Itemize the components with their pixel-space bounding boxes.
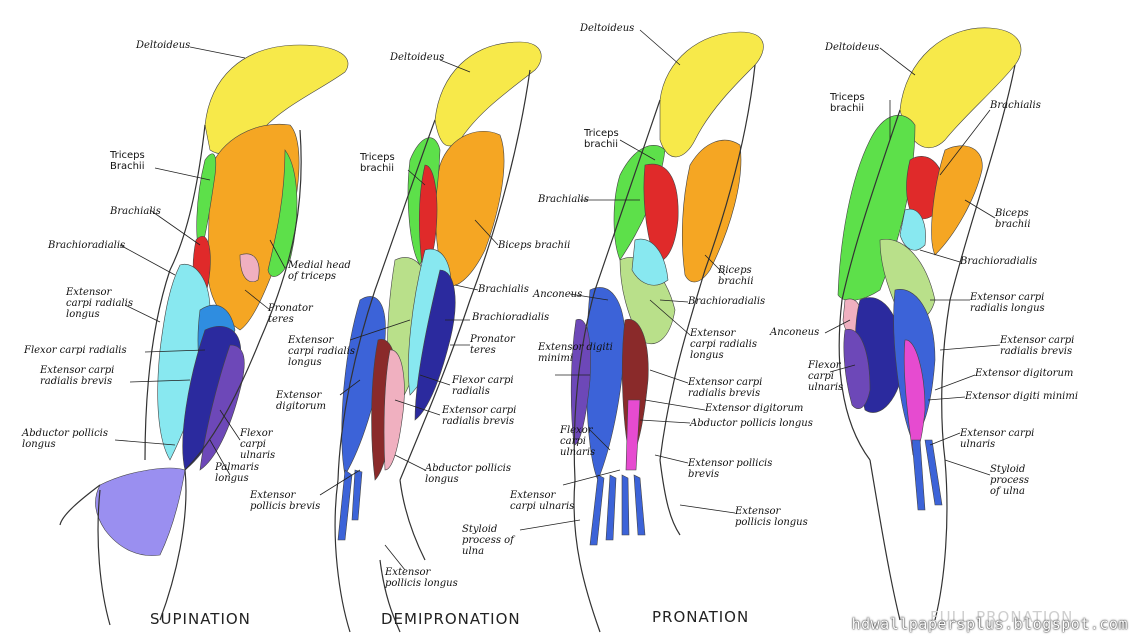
blue-tendons-4	[911, 439, 943, 511]
arm4-label-brachioradialis: Brachioradialis	[960, 256, 1038, 267]
arm3-label-ext-carpi-uln: Extensor carpi ulnaris	[510, 490, 575, 512]
arm3-label-styloid: Styloid process of ulna	[462, 524, 514, 557]
triceps-medial-shape	[267, 149, 298, 277]
arm2-label-flexor-carpi-rad: Flexor carpi radialis	[452, 375, 514, 397]
triceps-shape-4	[837, 114, 916, 301]
purple-flexor-shape	[199, 344, 245, 471]
deltoid-shape-3	[659, 31, 764, 158]
arm2-label-brachialis: Brachialis	[478, 284, 529, 295]
arm2-caption: DEMIPRONATION	[381, 610, 521, 628]
arm1-label-flexor-carpi-uln: Flexor carpi ulnaris	[240, 428, 276, 461]
arm1-label-medial-head: Medial head of triceps	[288, 260, 351, 282]
arm2-label-ext-carpi-long: Extensor carpi radialis longus	[288, 335, 355, 368]
leader-lines	[114, 29, 1001, 571]
purple-shape-3	[570, 319, 591, 446]
purple-shape-4	[843, 329, 871, 409]
ext-digitorum-shape-2	[341, 296, 386, 476]
brachialis-shape-3	[643, 163, 679, 262]
arm1-label-deltoideus: Deltoideus	[136, 40, 191, 51]
flexor-shape-2	[414, 269, 456, 421]
arm1-label-pronator: Pronator teres	[268, 303, 313, 325]
arm3-label-brachialis: Brachialis	[538, 194, 589, 205]
arm1-label-brachialis: Brachialis	[110, 206, 161, 217]
arm-full-pronation	[837, 27, 1022, 621]
arm3-label-ext-carpi-brevis: Extensor carpi radialis brevis	[688, 377, 763, 399]
arm1-label-brachioradialis: Brachioradialis	[48, 240, 126, 251]
arm-pronation	[570, 31, 764, 633]
arm-demipronation	[334, 41, 542, 633]
arm2-label-brachioradialis: Brachioradialis	[472, 312, 550, 323]
pronator-shape-2	[383, 349, 405, 471]
arm4-label-anconeus: Anconeus	[770, 327, 820, 338]
arm3-label-ext-poll-brevis: Extensor pollicis brevis	[688, 458, 773, 480]
ext-carpi-long-shape-4	[899, 208, 926, 251]
blue-fingers-3	[589, 474, 646, 546]
triceps-shape	[196, 153, 217, 256]
arm4-label-brachialis: Brachialis	[990, 100, 1041, 111]
arm1-label-triceps: Triceps Brachii	[110, 150, 145, 172]
watermark: hdwallpapersplus.blogspot.com	[851, 615, 1128, 633]
arm1-label-ext-carpi-brevis: Extensor carpi radialis brevis	[40, 365, 115, 387]
arm4-label-ext-digiti-minimi: Extensor digiti minimi	[965, 391, 1079, 402]
arm1-label-abductor: Abductor pollicis longus	[22, 428, 109, 450]
arm4-label-triceps: Triceps brachii	[830, 92, 865, 114]
arm2-label-biceps: Biceps brachii	[498, 240, 571, 251]
arm4-label-styloid: Styloid process of ulna	[990, 464, 1029, 497]
arm2-label-deltoideus: Deltoideus	[390, 52, 445, 63]
arm4-label-deltoideus: Deltoideus	[825, 42, 880, 53]
arm4-label-ext-carpi-uln: Extensor carpi ulnaris	[960, 428, 1035, 450]
arm1-caption: SUPINATION	[150, 610, 251, 628]
arm2-label-ext-poll-brevis: Extensor pollicis brevis	[250, 490, 321, 512]
arm4-caption: FULL PRONATION	[930, 608, 1074, 626]
arm4-label-ext-carpi-long: Extensor carpi radialis longus	[970, 292, 1045, 314]
arm1-label-ext-carpi-long: Extensor carpi radialis longus	[66, 287, 133, 320]
arm1-label-flexor-carpi-rad: Flexor carpi radialis	[24, 345, 127, 356]
arm3-label-brachioradialis: Brachioradialis	[688, 296, 766, 307]
arm3-label-flexor-carpi-uln: Flexor carpi ulnaris	[560, 425, 596, 458]
ext-carpi-long-shape-3	[631, 238, 669, 286]
arm2-label-pronator: Pronator teres	[470, 334, 515, 356]
deltoid-shape-4	[899, 27, 1022, 148]
ext-carpi-long-shape	[157, 263, 211, 461]
arm4-label-flexor-carpi-uln: Flexor carpi ulnaris	[808, 360, 844, 393]
arm2-label-ext-poll-longus: Extensor pollicis longus	[385, 567, 458, 589]
arm3-label-biceps: Biceps brachii	[718, 265, 754, 287]
arm4-label-ext-digitorum: Extensor digitorum	[975, 368, 1074, 379]
arm4-label-biceps: Biceps brachii	[995, 208, 1031, 230]
deltoid-shape-2	[434, 41, 542, 147]
pronator-shape	[239, 253, 260, 283]
arm2-label-abductor: Abductor pollicis longus	[425, 463, 512, 485]
arm3-label-anconeus: Anconeus	[533, 289, 583, 300]
arm3-label-deltoideus: Deltoideus	[580, 23, 635, 34]
biceps-shape-2	[435, 131, 505, 287]
arm3-caption: PRONATION	[652, 608, 750, 626]
arm-supination	[59, 44, 349, 626]
biceps-shape-3	[681, 139, 742, 283]
arm3-label-triceps: Triceps brachii	[584, 128, 619, 150]
arm2-label-ext-digitorum: Extensor digitorum	[276, 390, 326, 412]
arm3-label-ext-digitorum: Extensor digitorum	[705, 403, 804, 414]
arm3-label-ext-carpi-long: Extensor carpi radialis longus	[690, 328, 757, 361]
pink-shape-3	[625, 399, 641, 471]
arm3-label-ext-digiti-minimi: Extensor digiti minimi	[538, 342, 613, 364]
arm3-label-abductor: Abductor pollicis longus	[690, 418, 813, 429]
palm-shape	[95, 467, 186, 556]
arm2-label-ext-carpi-brevis: Extensor carpi radialis brevis	[442, 405, 517, 427]
arm4-label-ext-carpi-brevis: Extensor carpi radialis brevis	[1000, 335, 1075, 357]
arm2-label-triceps: Triceps brachii	[360, 152, 395, 174]
arm3-label-ext-poll-longus: Extensor pollicis longus	[735, 506, 808, 528]
arm1-label-palmaris: Palmaris longus	[215, 462, 259, 484]
blue-tendon-2	[337, 469, 363, 541]
biceps-shape-4	[931, 145, 983, 256]
